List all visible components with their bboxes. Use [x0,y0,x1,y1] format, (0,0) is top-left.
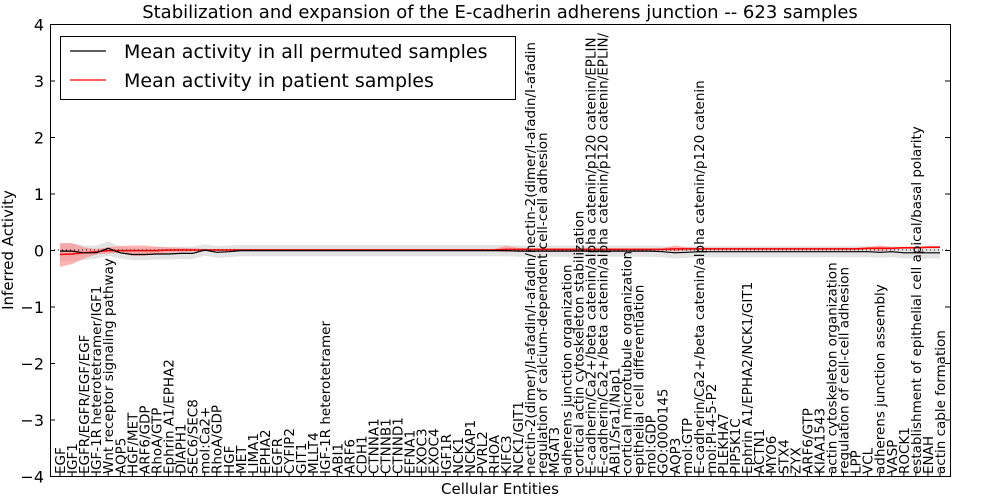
x-tick-label: IGF-1R heterotetramer/IGF1 [89,286,105,474]
x-tick-label: CDH1 [354,435,370,474]
x-tick-label: actin cable formation [933,330,949,474]
x-tick-label: mol:Ca2+ [198,407,214,474]
x-tick-label: DIAPH1 [174,424,190,475]
x-tick-label: PLEKHA7 [716,413,732,474]
x-tick-label: MLLT4 [306,432,322,474]
x-tick-label: mol:PI-4-5-P2 [704,384,720,474]
x-tick-label: PVRL2 [475,431,491,474]
x-tick-label: KIAA1543 [813,408,829,474]
x-tick-label: IGF1 [65,443,81,474]
y-tick-label: 4 [34,16,44,35]
x-tick-label: E-cadherin/Ca2+/beta catenin/alpha caten… [583,37,599,474]
legend-label-patient: Mean activity in patient samples [124,70,434,92]
legend-box [60,36,516,100]
x-tick-label: GIT1 [294,443,310,474]
x-tick-label: epithelial cell differentiation [632,285,648,474]
x-tick-label: SEC6/SEC8 [186,399,202,474]
confidence-bands [60,241,940,267]
x-tick-label: VASP [885,440,901,474]
x-tick-label: ZYX [788,447,804,474]
x-tick-label: cortical actin cytoskeleton stabilizatio… [571,211,587,474]
y-tick-label: 2 [34,129,44,148]
x-tick-label: LIMA1 [246,433,262,474]
x-tick-label: MGAT3 [547,427,563,474]
x-tick-label: ROCK1 [897,427,913,474]
x-tick-label: AQP5 [113,438,129,474]
x-tick-label: HGF/MET [125,412,141,474]
x-tick-label: EXOC4 [427,428,443,474]
x-tick-label: E-cadherin/Ca2+/beta catenin/alpha caten… [596,32,612,474]
x-tick-label: ACTN1 [752,429,768,474]
x-tick-label: EGFR [270,438,286,474]
y-tick-label: 0 [34,242,44,261]
x-tick-label: CTNND1 [391,417,407,474]
x-tick-label: mol:GTP [680,418,696,474]
x-tick-label: NCK1 [451,437,467,474]
x-tick-label: CTNNB1 [379,418,395,474]
x-tick-label: RHOA [487,434,503,474]
x-tick-label: CYFIP2 [282,428,298,474]
x-tick-label: E-cadherin/Ca2+/beta catenin/alpha caten… [692,80,708,474]
legend: Mean activity in all permuted samples Me… [60,36,516,100]
y-ticks: −4 −3 −2 −1 0 1 2 3 4 [20,16,950,487]
x-tick-label: HGF [222,446,238,474]
x-tick-label: ABI1/Sra1/Nap1 [608,367,624,474]
x-tick-label: MYO6 [764,436,780,474]
x-tick-label: AQP3 [668,438,684,474]
y-tick-label: −1 [20,298,44,317]
x-tick-label: establishment of epithelial cell apical/… [909,126,925,474]
x-tick-label: IGF-1R heterotetramer [318,321,334,474]
x-tick-label: VCL [861,447,877,474]
x-tick-label: EGF [53,447,69,474]
y-tick-label: 1 [34,185,44,204]
y-tick-label: 3 [34,72,44,91]
x-tick-label: EPHA2 [258,429,274,474]
x-tick-label: regulation of calcium-dependent cell-cel… [535,132,551,474]
x-tick-label: NCK1/GIT1 [511,401,527,474]
y-axis-label: Inferred Activity [0,190,17,310]
x-tick-label: Ephrin A1/EPHA2 [162,359,178,474]
x-tick-label: RhoA/GTP [149,408,165,474]
x-tick-label: NCKAP1 [463,420,479,474]
x-tick-label: STX4 [776,439,792,474]
x-tick-label: RhoA/GDP [210,405,226,474]
x-tick-label: adherens junction assembly [873,284,889,474]
x-tick-label: Wnt receptor signaling pathway [101,258,117,474]
x-tick-label: Ephrin A1/EPHA2/NCK1/GIT1 [740,282,756,474]
x-tick-label: adherens junction organization [559,264,575,474]
x-tick-label: PIP5K1C [728,418,744,474]
x-tick-label: ARF6/GTP [800,408,816,474]
x-tick-label: EGFR/EGFR/EGF/EGF [77,335,93,474]
chart-title: Stabilization and expansion of the E-cad… [142,2,858,23]
x-tick-label: ARF6 [342,439,358,474]
x-tick-label: EXOC3 [415,428,431,474]
x-tick-label: ENAH [921,436,937,474]
x-tick-label: ARF6/GDP [137,405,153,474]
x-tick-label: regulation of cell-cell adhesion [837,267,853,474]
x-tick-label: KIFC3 [499,435,515,474]
x-tick-label: actin cytoskeleton organization [825,262,841,474]
legend-label-permuted: Mean activity in all permuted samples [124,41,487,63]
x-tick-label: mol:GDP [644,415,660,474]
x-tick-label: GO:0000145 [656,388,672,474]
y-tick-label: −2 [20,355,44,374]
x-tick-label: nectin-2(dimer)/I-afadin/I-afadin/nectin… [523,42,539,474]
x-tick-label: cortical microtubule organization [620,251,636,474]
x-tick-label: CTNNA1 [366,418,382,474]
x-tick-label: MET [234,445,250,474]
x-tick-label: EFNA1 [403,430,419,474]
x-tick-label: LPP [849,450,865,474]
y-tick-label: −3 [20,411,44,430]
x-axis-label: Cellular Entities [441,480,559,498]
x-tick-label: ABI1 [330,443,346,474]
x-tick-label: IGF1R [439,434,455,474]
y-tick-label: −4 [20,468,44,487]
